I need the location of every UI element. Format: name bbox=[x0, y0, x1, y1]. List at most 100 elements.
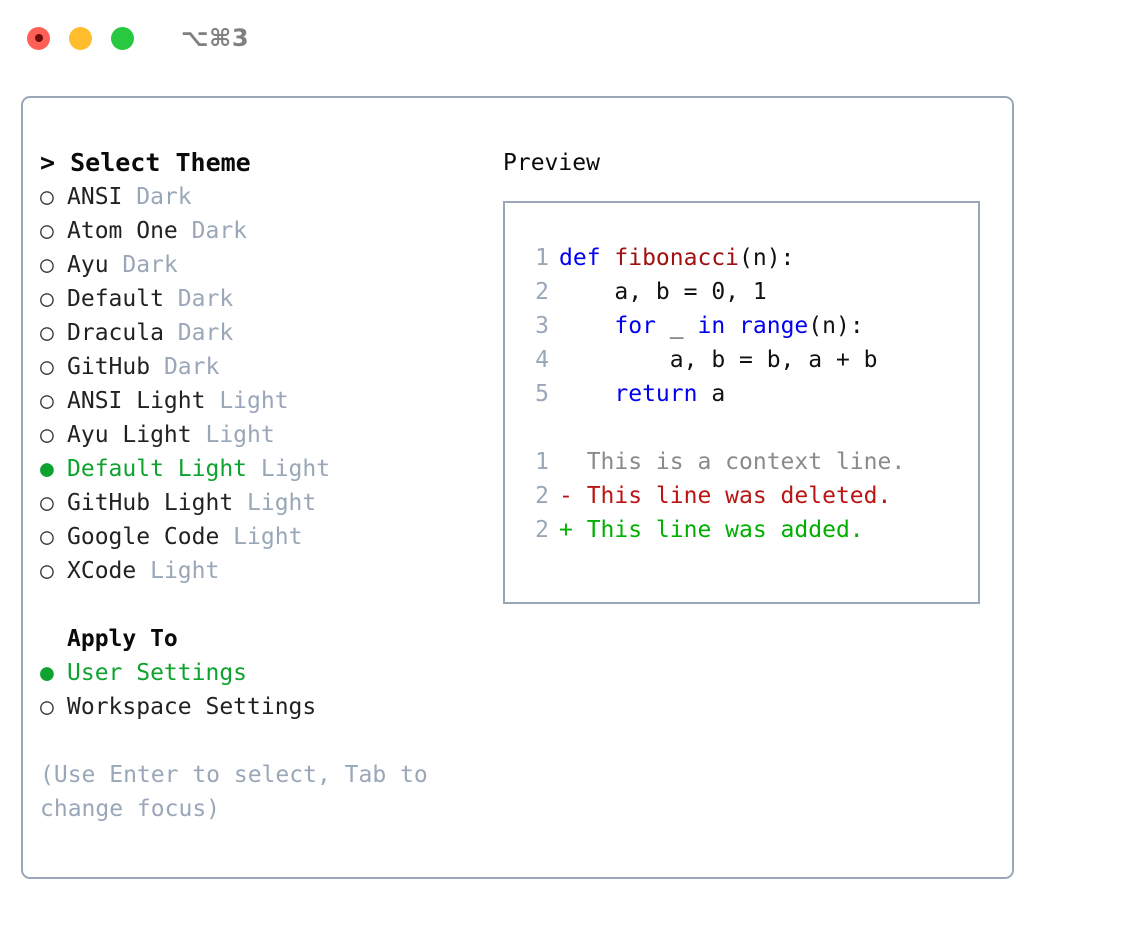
theme-selector-panel: > Select Theme ○ANSI Dark○Atom One Dark○… bbox=[21, 96, 1014, 879]
minimize-button[interactable] bbox=[69, 26, 92, 50]
option-category-suffix: Light bbox=[191, 422, 275, 448]
option-category-suffix: Light bbox=[233, 490, 317, 516]
option-category-suffix: Dark bbox=[177, 218, 248, 244]
radio-selected-icon: ● bbox=[40, 456, 54, 482]
diff-line-0: 1 This is a context line. bbox=[523, 445, 978, 479]
window-titlebar: ⌥⌘3 bbox=[0, 0, 1140, 76]
token-del: - This line was deleted. bbox=[559, 483, 892, 509]
theme-option-3[interactable]: ○ Default Dark bbox=[40, 282, 470, 316]
option-category-suffix: Light bbox=[205, 388, 289, 414]
theme-option-0[interactable]: ○ ANSI Dark bbox=[40, 180, 470, 214]
radio-unselected-icon: ○ bbox=[40, 422, 54, 448]
token-kw: for bbox=[614, 313, 656, 339]
code-line-2: 3 for _ in range(n): bbox=[523, 309, 978, 343]
option-category-suffix: Light bbox=[219, 524, 303, 550]
apply-option-1[interactable]: ○Workspace Settings bbox=[40, 690, 470, 724]
line-number: 2 bbox=[535, 483, 549, 509]
traffic-lights bbox=[27, 26, 134, 50]
line-number: 1 bbox=[535, 245, 549, 271]
close-button[interactable] bbox=[27, 26, 50, 50]
radio-unselected-icon: ○ bbox=[40, 490, 54, 516]
code-line-0: 1 def fibonacci(n): bbox=[523, 241, 978, 275]
theme-option-1[interactable]: ○ Atom One Dark bbox=[40, 214, 470, 248]
theme-list: ○ ANSI Dark ○ Atom One Dark ○ Ayu Dark ○ Defaul… bbox=[40, 180, 470, 588]
option-category-suffix: Dark bbox=[150, 354, 220, 380]
option-category-suffix: Light bbox=[136, 558, 220, 584]
code-line-4: 5 return a bbox=[523, 377, 978, 411]
option-label: Google Code bbox=[67, 524, 220, 550]
line-content: for _ in range(n): bbox=[549, 309, 864, 343]
radio-unselected-icon: ○ bbox=[40, 286, 54, 312]
theme-option-6[interactable]: ○ANSI Light Light bbox=[40, 384, 470, 418]
theme-option-8[interactable]: ●Default Light Light bbox=[40, 452, 470, 486]
keyboard-hint: (Use Enter to select, Tab to change focu… bbox=[40, 762, 428, 822]
theme-option-10[interactable]: ○ Google Code Light bbox=[40, 520, 470, 554]
token-txt: (n): bbox=[808, 313, 864, 339]
radio-unselected-icon: ○ bbox=[40, 252, 54, 278]
option-label: Ayu Light bbox=[67, 422, 192, 448]
token-txt: a, b = 0, 1 bbox=[559, 279, 767, 305]
apply-to-header: Apply To bbox=[67, 626, 178, 652]
radio-unselected-icon: ○ bbox=[40, 524, 54, 550]
option-category-suffix: Dark bbox=[108, 252, 178, 278]
apply-option-0[interactable]: ● User Settings bbox=[40, 656, 470, 690]
radio-unselected-icon: ○ bbox=[40, 218, 54, 244]
token-txt: a bbox=[697, 381, 726, 407]
token-kw: in bbox=[697, 313, 726, 339]
line-number: 1 bbox=[535, 449, 549, 475]
line-content: a, b = b, a + b bbox=[549, 343, 878, 377]
option-category-suffix: Dark bbox=[163, 286, 234, 312]
radio-selected-icon: ● bbox=[40, 660, 54, 686]
option-label: GitHub bbox=[67, 354, 151, 380]
code-diff-gap bbox=[523, 411, 978, 445]
line-number: 4 bbox=[535, 347, 549, 373]
theme-option-2[interactable]: ○ Ayu Dark bbox=[40, 248, 470, 282]
token-add: + This line was added. bbox=[559, 517, 864, 543]
option-label: Workspace Settings bbox=[67, 694, 317, 720]
token-ctx: This is a context line. bbox=[559, 449, 906, 475]
option-label: XCode bbox=[67, 558, 137, 584]
line-content: This is a context line. bbox=[549, 445, 906, 479]
option-label: ANSI bbox=[67, 184, 123, 210]
token-txt: _ bbox=[655, 313, 698, 339]
theme-option-11[interactable]: ○ XCode Light bbox=[40, 554, 470, 588]
line-content: - This line was deleted. bbox=[549, 479, 891, 513]
theme-option-5[interactable]: ○GitHub Dark bbox=[40, 350, 470, 384]
token-txt bbox=[559, 381, 614, 407]
select-theme-header: > Select Theme bbox=[40, 148, 251, 177]
radio-unselected-icon: ○ bbox=[40, 388, 54, 414]
option-category-suffix: Dark bbox=[122, 184, 192, 210]
token-fn: fibonacci bbox=[614, 245, 740, 271]
theme-list-column: > Select Theme ○ANSI Dark○Atom One Dark○… bbox=[40, 146, 470, 826]
keyboard-shortcut-label: ⌥⌘3 bbox=[181, 24, 250, 52]
radio-unselected-icon: ○ bbox=[40, 558, 54, 584]
token-kw: def bbox=[559, 245, 615, 271]
theme-option-9[interactable]: ○GitHub Light Light bbox=[40, 486, 470, 520]
maximize-button[interactable] bbox=[111, 26, 134, 50]
option-label: Ayu bbox=[67, 252, 109, 278]
option-label: User Settings bbox=[67, 660, 248, 686]
apply-to-list: ● User Settings ○Workspace Settings bbox=[40, 656, 470, 724]
theme-option-7[interactable]: ○ Ayu Light Light bbox=[40, 418, 470, 452]
line-number: 3 bbox=[535, 313, 549, 339]
line-content: a, b = 0, 1 bbox=[549, 275, 767, 309]
option-label: Atom One bbox=[67, 218, 178, 244]
line-number: 2 bbox=[535, 517, 549, 543]
token-txt: (n): bbox=[739, 245, 795, 271]
option-category-suffix: Light bbox=[247, 456, 331, 482]
list-spacer bbox=[40, 588, 470, 622]
recording-dot-icon bbox=[34, 34, 43, 42]
token-txt bbox=[559, 313, 614, 339]
line-content: return a bbox=[549, 377, 725, 411]
option-label: Default bbox=[67, 286, 164, 312]
token-txt: a, b = b, a + b bbox=[559, 347, 878, 373]
theme-option-4[interactable]: ○Dracula Dark bbox=[40, 316, 470, 350]
option-label: Dracula bbox=[67, 320, 164, 346]
diff-line-1: 2 - This line was deleted. bbox=[523, 479, 978, 513]
radio-unselected-icon: ○ bbox=[40, 184, 54, 210]
radio-unselected-icon: ○ bbox=[40, 320, 54, 346]
